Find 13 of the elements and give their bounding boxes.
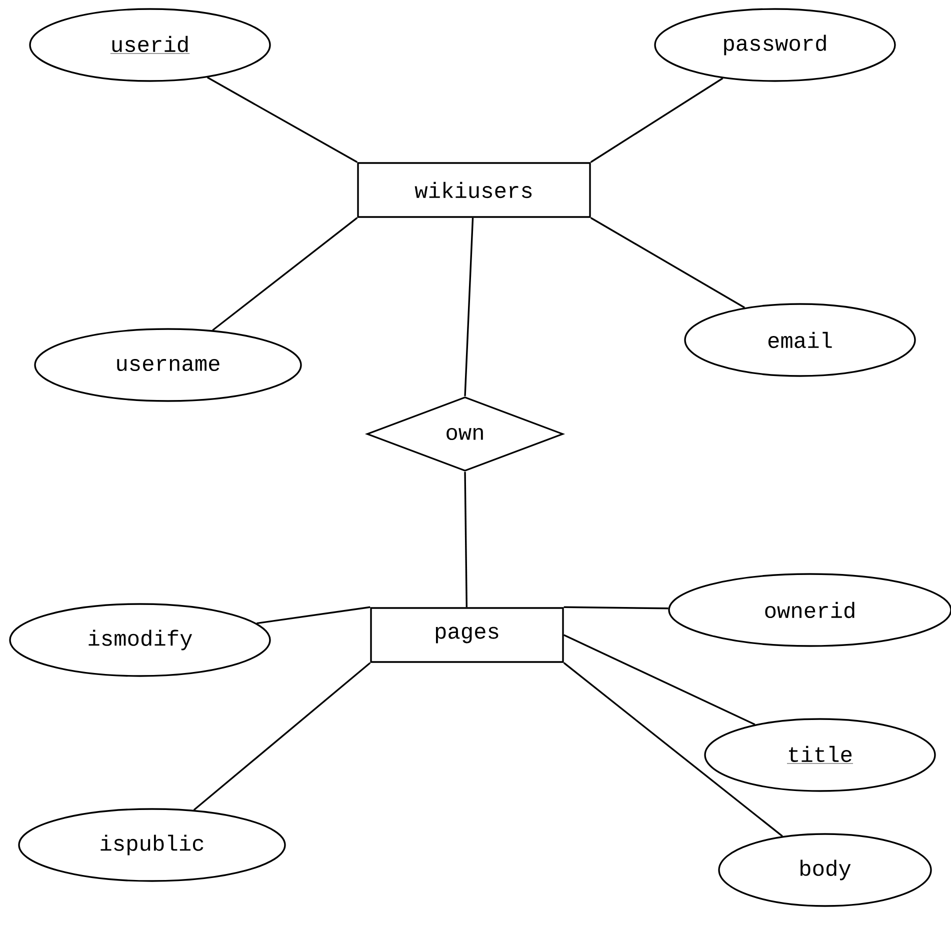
connector-line bbox=[464, 218, 474, 396]
connector-line bbox=[564, 634, 756, 726]
connector-line bbox=[590, 78, 724, 163]
entity-box: wikiusers bbox=[357, 162, 591, 218]
connector-line bbox=[256, 606, 370, 624]
connector-line bbox=[193, 662, 371, 811]
connector-line bbox=[563, 662, 783, 837]
connector-line bbox=[464, 472, 468, 608]
connector-line bbox=[212, 217, 358, 331]
connector-line bbox=[564, 606, 668, 610]
connector-line bbox=[590, 217, 746, 308]
entity-box: pages bbox=[370, 607, 564, 663]
connector-line bbox=[206, 76, 358, 163]
